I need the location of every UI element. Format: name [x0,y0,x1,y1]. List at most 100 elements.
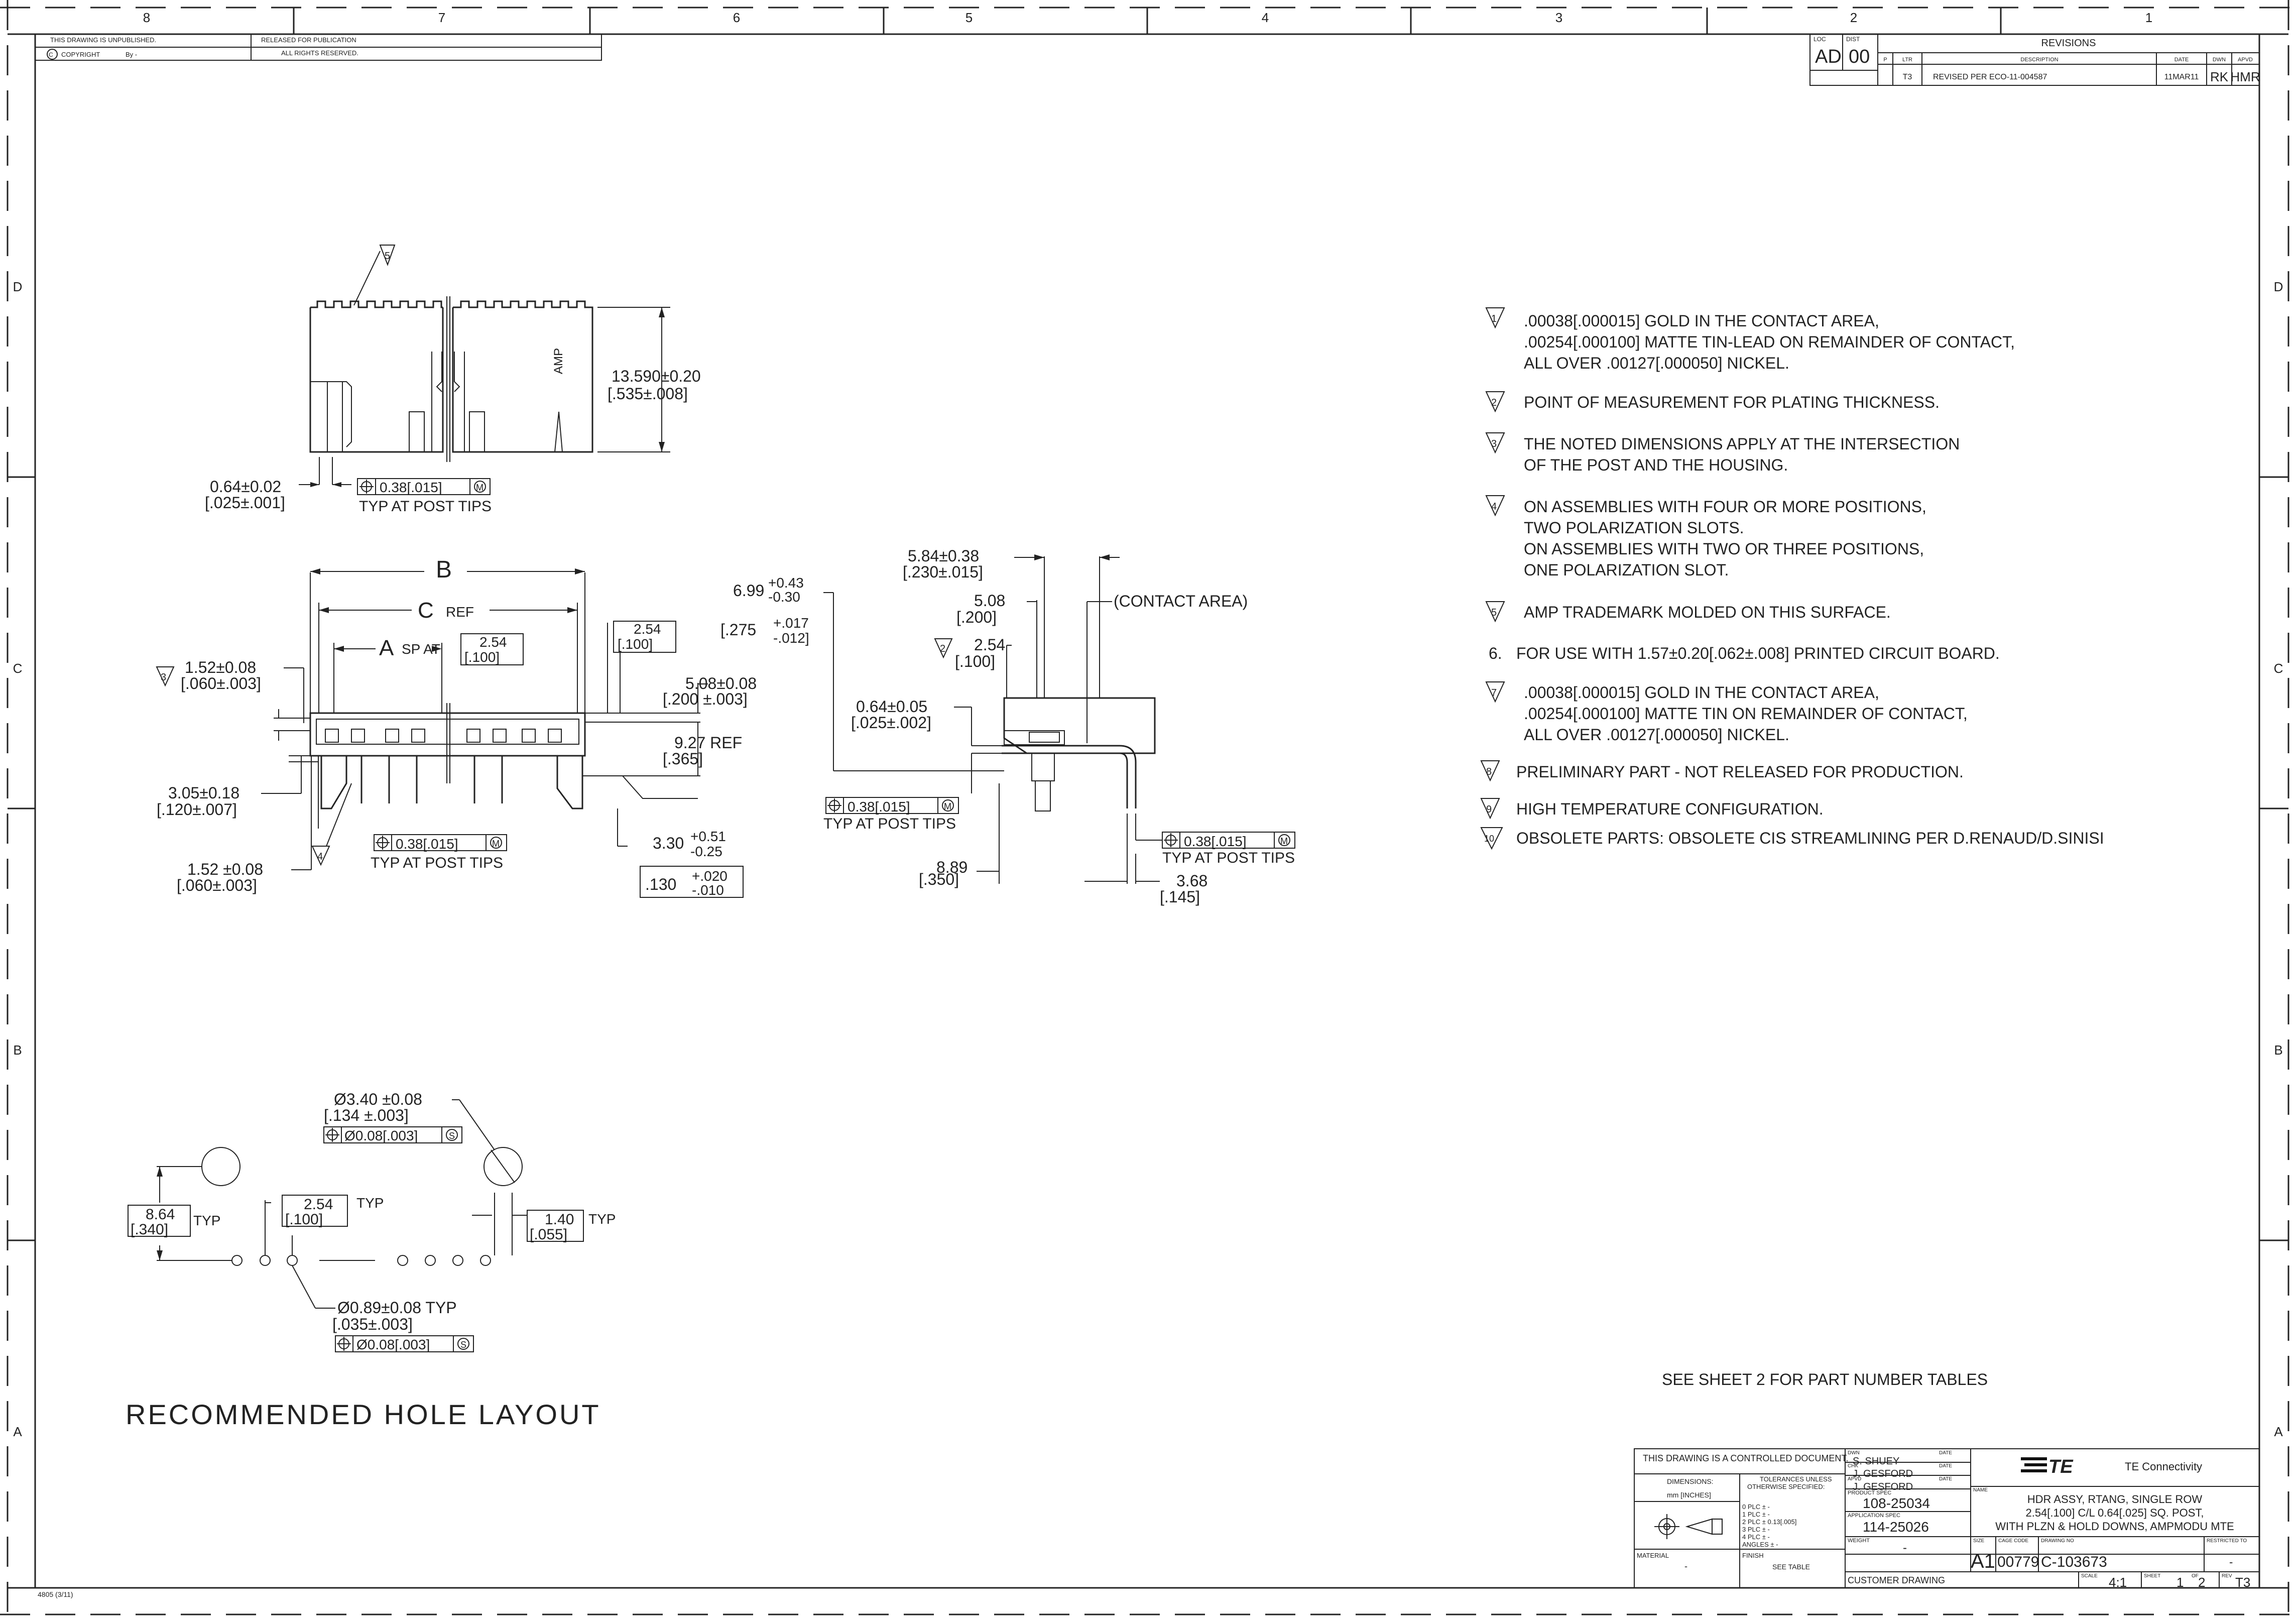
side-tips: TYP AT POST TIPS [823,816,956,832]
otherwise-label: OTHERWISE SPECIFIED: [1747,1483,1825,1490]
application-spec-value: 114-25026 [1863,1519,1929,1535]
front-dim-d4-in: [.120±.007] [157,800,237,819]
zone-2: 2 [1850,10,1857,25]
hole-dim-d3: 1.40 [545,1211,574,1228]
side-dim-d6: 8.89 [936,858,968,876]
chk-label: CHK [1848,1463,1858,1469]
note-1-line-3: ALL OVER .00127[.000050] NICKEL. [1524,354,1789,372]
svg-text:C: C [49,51,53,58]
dim-c-ref: REF [446,604,474,620]
note-4-line-4: ONE POLARIZATION SLOT. [1524,561,1729,579]
side-tol2: 0.38[.015] [1184,834,1247,849]
side-dim-d2-in: [.275 [720,621,756,639]
front-dim-d4: 3.05±0.18 [168,784,239,802]
dim-a-sp-at: SP AT [402,641,440,657]
note-5-flag: 5 [1491,607,1497,618]
side-dim-d2: 6.99 [733,582,764,600]
front-dim-d6-in-minus: -.010 [692,882,724,898]
customer-drawing: CUSTOMER DRAWING [1848,1575,1945,1585]
drawing-no-label: DRAWING NO [2041,1538,2074,1544]
side-dim-d2-in-plus: +.017 [773,615,809,631]
top-tol-mod: M [476,483,484,493]
note-4-line-1: ON ASSEMBLIES WITH FOUR OR MORE POSITION… [1524,498,1926,516]
revisions-block: LOC AD DIST 00 REVISIONS P LTR DESCRIPTI… [1809,34,2260,86]
note-4-line-2: TWO POLARIZATION SLOTS. [1524,519,1744,537]
scale-value: 4:1 [2109,1575,2127,1590]
front-flag-3: 3 [161,672,166,683]
rev-col-ltr: LTR [1902,57,1912,63]
tol-3plc: 3 PLC ± - [1742,1526,1770,1533]
dim-a: A [379,636,394,660]
note-8-line-1: PRELIMINARY PART - NOT RELEASED FOR PROD… [1516,763,1964,781]
dist-value: 00 [1849,46,1870,67]
note-1-line-2: .00254[.000100] MATTE TIN-LEAD ON REMAIN… [1524,333,2015,351]
front-dim-d3: 9.27 REF [674,734,742,752]
zone-c-left: C [13,661,23,676]
hole-tol: Ø0.08[.003] [344,1128,418,1143]
finish-label: FINISH [1742,1552,1764,1559]
note-8-flag: 8 [1486,766,1492,777]
te-logo: TE [2021,1456,2074,1477]
note-7-line-3: ALL OVER .00127[.000050] NICKEL. [1524,726,1789,744]
note-2-line-1: POINT OF MEASUREMENT FOR PLATING THICKNE… [1524,393,1940,411]
front-dim-d2: 5.08±0.08 [685,674,757,692]
cage-code-label: CAGE CODE [1998,1538,2028,1544]
hole-layout: Ø3.40 ±0.08 [.134 ±.003] Ø0.08[.003] S 8… [126,1090,616,1430]
title-line-1: HDR ASSY, RTANG, SINGLE ROW [2027,1493,2203,1505]
cage-code-value: 00779 [1997,1554,2039,1570]
zone-8: 8 [143,10,150,25]
front-dim-d6: 3.30 [653,834,684,852]
header-block: THIS DRAWING IS UNPUBLISHED. RELEASED FO… [35,34,602,61]
rev-col-dwn: DWN [2213,57,2226,63]
tol-4plc: 4 PLC ± - [1742,1533,1770,1541]
see-sheet-note: SEE SHEET 2 FOR PART NUMBER TABLES [1662,1370,1988,1388]
tol-1plc: 1 PLC ± - [1742,1511,1770,1518]
rev-row-date: 11MAR11 [2164,73,2199,81]
title-line-2: 2.54[.100] C/L 0.64[.025] SQ. POST, [2025,1507,2204,1519]
holddown-hole-left [201,1147,240,1186]
front-view: B C REF A SP AT 2.54 [.100] [156,556,757,898]
hole-dim-d2-in: [.100] [285,1211,323,1228]
front-tips: TYP AT POST TIPS [371,855,503,871]
note-5-line-1: AMP TRADEMARK MOLDED ON THIS SURFACE. [1524,603,1891,621]
title-block: THIS DRAWING IS A CONTROLLED DOCUMENT. D… [1634,1448,2260,1590]
loc-label: LOC [1814,36,1826,43]
tolerances-label: TOLERANCES UNLESS [1760,1475,1832,1483]
title-line-3: WITH PLZN & HOLD DOWNS, AMPMODU MTE [1995,1520,2234,1533]
front-dim-d1-in: [.060±.003] [181,674,261,692]
company-name: TE Connectivity [2125,1460,2202,1473]
zone-d-right: D [2274,279,2283,294]
hole-dim-d3-in: [.055] [530,1226,567,1243]
zone-5: 5 [965,10,973,25]
hole-dim-d1: 8.64 [146,1206,175,1223]
tol-angles: ANGLES ± - [1742,1541,1778,1548]
side-dim-d5: 0.64±0.05 [856,698,927,716]
top-post-dim: 0.64±0.02 [210,478,281,496]
hole-dia-in: [.134 ±.003] [324,1106,409,1124]
chk-date-label: DATE [1939,1463,1952,1469]
rev-value: T3 [2235,1575,2250,1590]
side-dim-d4-in: [.100] [955,652,995,670]
side-dim-d1-in: [.230±.015] [903,563,983,581]
side-dim-d7-in: [.145] [1160,888,1200,906]
rev-row-description: REVISED PER ECO-11-004587 [1933,73,2047,81]
front-dim-d2-in: [.200 ±.003] [663,690,748,708]
side-tol-mod: M [944,801,951,812]
pin-dia-in: [.035±.003] [332,1315,413,1333]
pin-holes [231,1255,491,1266]
side-dim-d2-plus: +0.43 [768,575,804,591]
note-1-line-1: .00038[.000015] GOLD IN THE CONTACT AREA… [1524,312,1879,330]
size-label: SIZE [1973,1538,1985,1544]
size-value: A1 [1971,1550,1995,1572]
zone-a-left: A [13,1424,22,1439]
zone-7: 7 [438,10,445,25]
zone-6: 6 [733,10,740,25]
unpublished-note: THIS DRAWING IS UNPUBLISHED. [50,36,156,44]
top-height-dim-in: [.535±.008] [608,385,688,403]
top-tol: 0.38[.015] [380,480,442,495]
zone-labels: 8 7 6 5 4 3 2 1 D C B A D C B A 4805 (3/… [13,10,2283,1598]
note-4-flag: 4 [1491,501,1497,512]
holddown-hole-right [484,1147,523,1186]
side-tips2: TYP AT POST TIPS [1162,850,1295,866]
note-9-line-1: HIGH TEMPERATURE CONFIGURATION. [1516,800,1824,818]
